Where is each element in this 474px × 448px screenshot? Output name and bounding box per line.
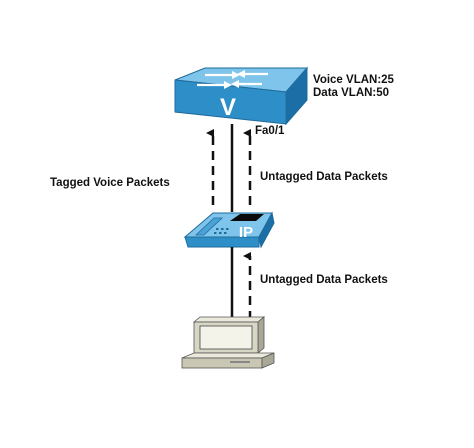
untagged-data-lower-label: Untagged Data Packets	[260, 274, 388, 286]
data-vlan-label: Data VLAN:50	[313, 87, 390, 99]
ip-phone-label: IP	[239, 224, 253, 241]
switch-v-label: V	[220, 94, 236, 121]
untagged-data-upper-label: Untagged Data Packets	[260, 171, 388, 183]
pc-icon	[181, 316, 275, 369]
ip-phone-icon: IP	[183, 211, 275, 249]
tagged-voice-label: Tagged Voice Packets	[50, 177, 170, 189]
switch-icon: V	[174, 66, 309, 126]
port-label: Fa0/1	[255, 125, 285, 137]
voice-vlan-label: Voice VLAN:25	[313, 74, 394, 86]
